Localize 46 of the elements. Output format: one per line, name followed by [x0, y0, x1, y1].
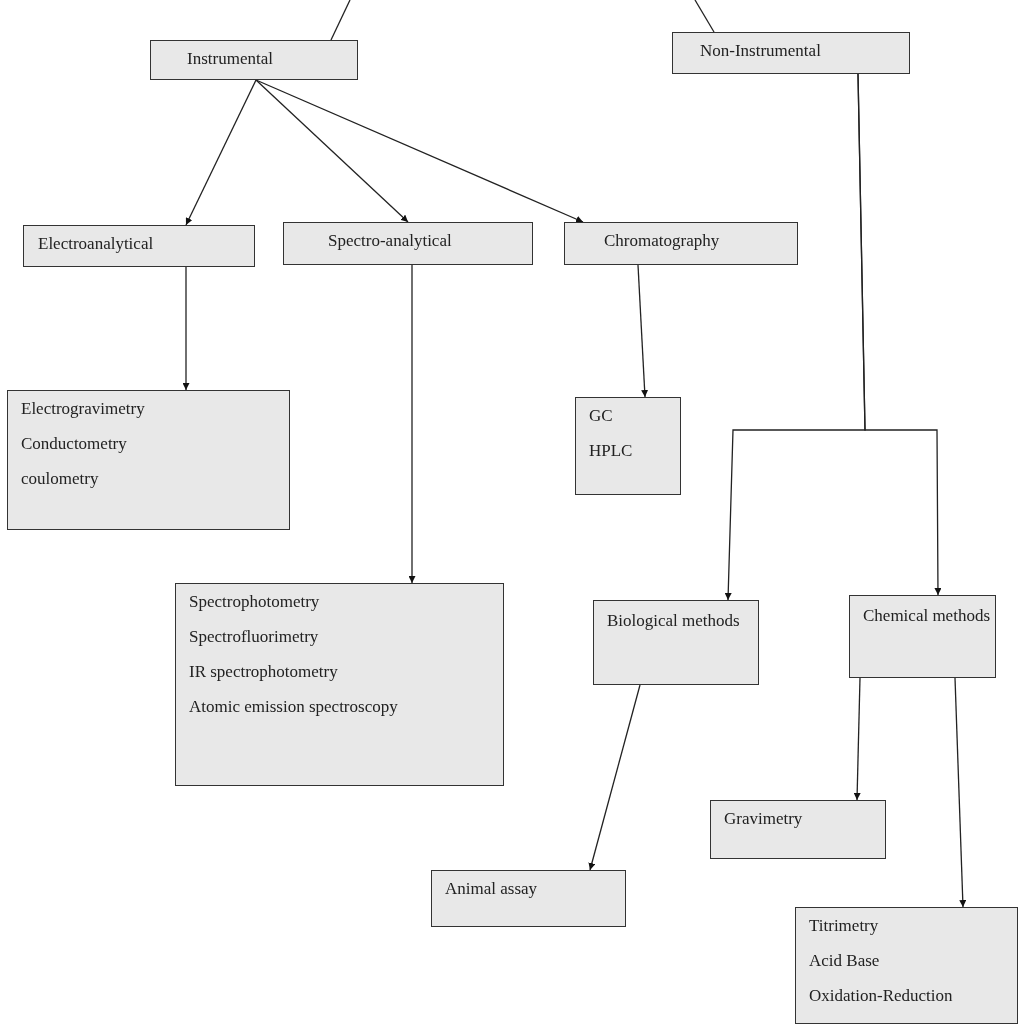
box-text: HPLC: [589, 441, 633, 461]
box-text: Spectro-analytical: [328, 231, 452, 251]
arrow: [255, 79, 584, 223]
box-text: Chromatography: [604, 231, 720, 251]
box-text: Chemical methods: [863, 605, 990, 627]
process-box: [431, 870, 626, 927]
process-box: [795, 907, 1018, 1024]
arrow: [182, 266, 190, 391]
box-text: Oxidation-Reduction: [809, 986, 953, 1006]
arrow: [857, 73, 942, 596]
arrow: [853, 677, 861, 801]
box-text: Electroanalytical: [38, 234, 154, 254]
arrow: [588, 684, 641, 871]
box-text: Animal assay: [445, 879, 538, 899]
box-text: GC: [589, 406, 613, 426]
process-box: [849, 595, 996, 678]
process-box: [175, 583, 504, 786]
box-text: coulometry: [21, 469, 99, 489]
process-box: [7, 390, 290, 530]
box-text: Conductometry: [21, 434, 127, 454]
box-text: Gravimetry: [724, 809, 803, 829]
box-text: Spectrofluorimetry: [189, 627, 319, 647]
arrow: [185, 79, 257, 226]
arrow: [408, 264, 416, 584]
box-text: Spectrophotometry: [189, 592, 320, 612]
process-box: [564, 222, 798, 265]
process-box: [283, 222, 533, 265]
connector-line: [330, 0, 351, 41]
process-box: [672, 32, 910, 74]
arrow: [637, 264, 649, 398]
box-text: Titrimetry: [809, 916, 879, 936]
box-text: Instrumental: [187, 49, 273, 69]
process-box: [150, 40, 358, 80]
box-text: Electrogravimetry: [21, 399, 145, 419]
process-box: [575, 397, 681, 495]
process-box: [593, 600, 759, 685]
process-box: [710, 800, 886, 859]
arrow: [255, 79, 409, 223]
box-text: Biological methods: [607, 610, 740, 632]
box-text: Non-Instrumental: [700, 41, 821, 61]
box-text: Atomic emission spectroscopy: [189, 697, 398, 717]
arrow: [954, 677, 967, 908]
process-box: [23, 225, 255, 267]
connector-line: [694, 0, 715, 33]
box-text: Acid Base: [809, 951, 880, 971]
box-text: IR spectrophotometry: [189, 662, 338, 682]
